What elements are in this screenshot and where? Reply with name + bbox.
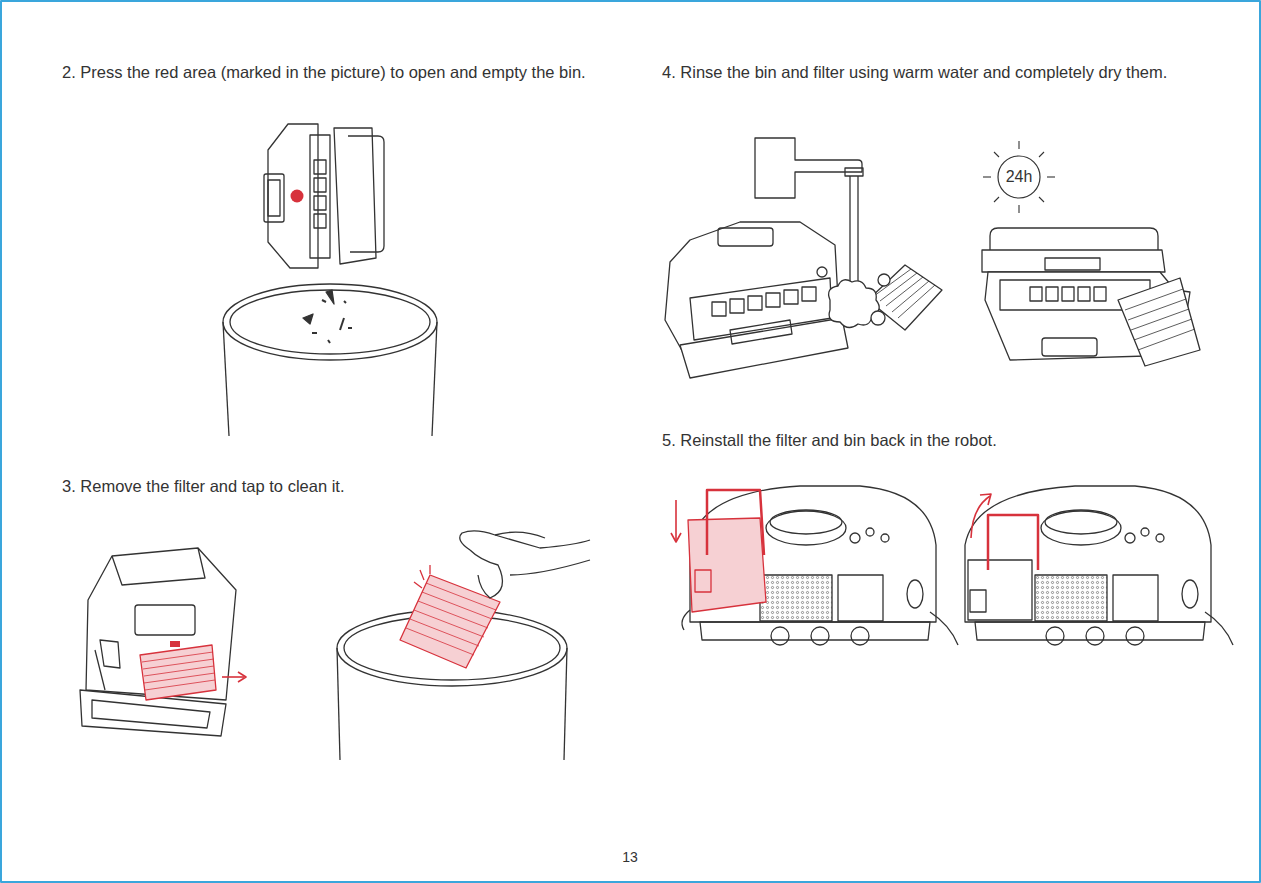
badge-text: 24h <box>1006 168 1033 186</box>
reinstall-illustration <box>671 486 1233 645</box>
page-number: 13 <box>600 845 660 870</box>
step-instruction: 4. Rinse the bin and filter using warm w… <box>662 60 1207 85</box>
filter-removal-illustration <box>80 531 590 760</box>
press-area <box>291 190 304 203</box>
rinse-dry-illustration <box>665 138 1200 378</box>
badge-outline <box>998 156 1040 198</box>
step-instruction: 3. Remove the filter and tap to clean it… <box>62 474 607 499</box>
step-instruction: 5. Reinstall the filter and bin back in … <box>662 428 1207 453</box>
step-instruction: 2. Press the red area (marked in the pic… <box>62 60 607 85</box>
bin-emptying-illustration <box>223 124 437 436</box>
drying-time-badge: 24h <box>997 155 1041 199</box>
